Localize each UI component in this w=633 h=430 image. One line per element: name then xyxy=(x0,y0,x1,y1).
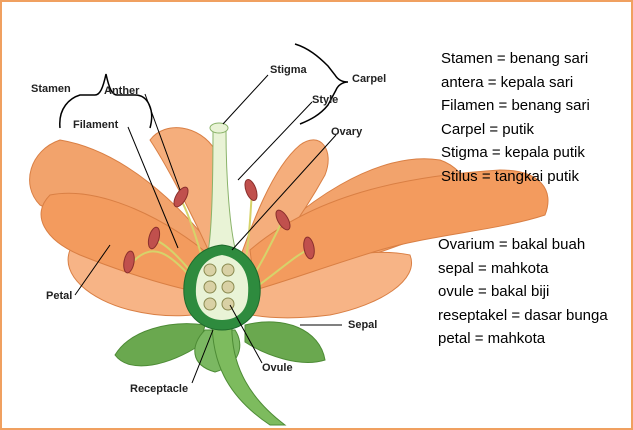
anthers xyxy=(123,179,315,274)
label-stigma: Stigma xyxy=(270,64,307,76)
sepal-right xyxy=(244,321,326,363)
glossary-top: Stamen = benang sari antera = kepala sar… xyxy=(441,47,590,188)
label-anther: Anther xyxy=(104,85,140,97)
stigma xyxy=(209,122,229,134)
leader-lines xyxy=(74,74,342,384)
label-sepal: Sepal xyxy=(348,319,378,331)
glossary-item: petal = mahkota xyxy=(438,330,546,347)
stem xyxy=(211,319,287,426)
glossary-item: antera = kepala sari xyxy=(441,73,574,91)
glossary-item: Carpel = putik xyxy=(441,120,534,138)
label-carpel: Carpel xyxy=(352,73,387,85)
glossary-bottom: Ovarium = bakal buah sepal = mahkota ovu… xyxy=(438,233,608,351)
ovules xyxy=(203,263,235,311)
glossary-item: Ovarium = bakal buah xyxy=(438,236,586,253)
sepal-left xyxy=(114,323,206,367)
stamen-bracket xyxy=(59,73,153,129)
carpel-bracket xyxy=(294,43,349,125)
glossary-item: Filamen = benang sari xyxy=(441,97,590,114)
glossary-item: ovule = bakal biji xyxy=(438,283,550,300)
glossary-item: reseptakel = dasar bunga xyxy=(438,306,608,324)
petal-right-far xyxy=(249,169,549,291)
label-receptacle: Receptacle xyxy=(130,383,189,395)
label-ovule: Ovule xyxy=(262,362,293,374)
label-stamen: Stamen xyxy=(31,83,71,95)
petal-left-far xyxy=(40,192,216,296)
glossary-item: Stilus = tangkai putik xyxy=(441,167,579,185)
glossary-item: Stigma = kepala putik xyxy=(441,144,585,161)
glossary-item: Stamen = benang sari xyxy=(441,50,589,67)
label-style: Style xyxy=(312,94,339,106)
label-ovary: Ovary xyxy=(331,126,363,138)
label-petal: Petal xyxy=(46,290,73,302)
glossary-item: sepal = mahkota xyxy=(438,259,549,277)
label-filament: Filament xyxy=(73,119,119,131)
